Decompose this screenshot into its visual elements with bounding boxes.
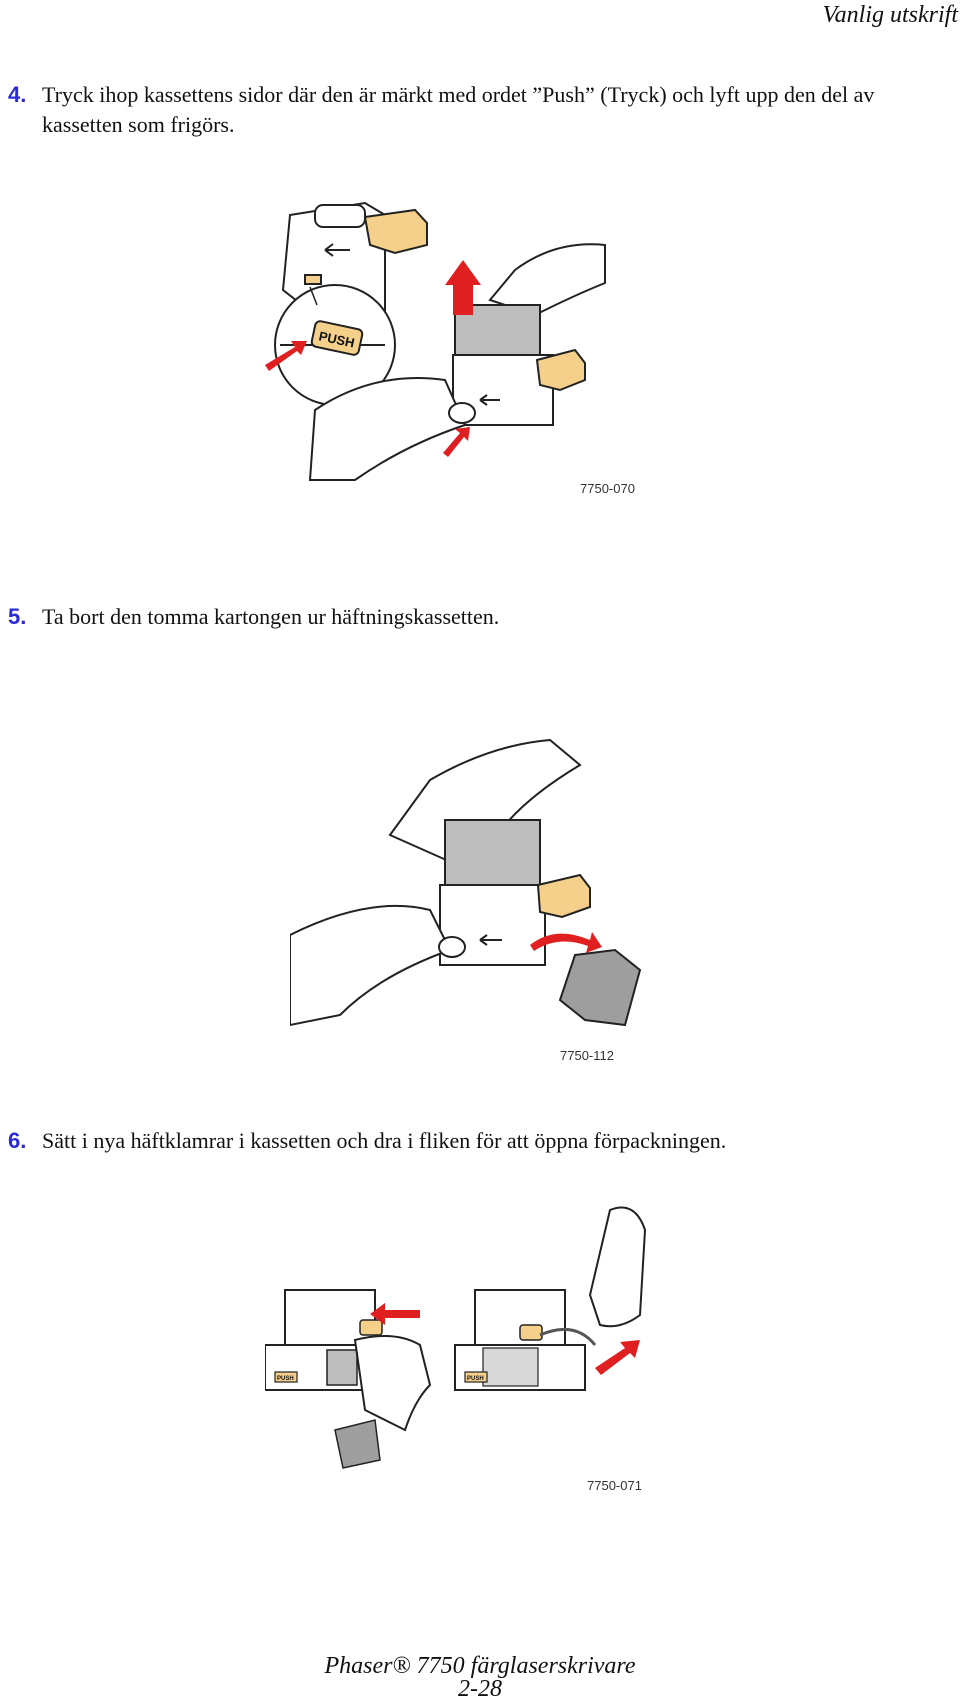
step-4: 4. Tryck ihop kassettens sidor där den ä…: [8, 80, 950, 140]
yellow-tab: [359, 1319, 383, 1336]
figure-code: 7750-112: [560, 1048, 614, 1063]
yellow-tab: [536, 873, 591, 919]
step-text: Tryck ihop kassettens sidor där den är m…: [42, 82, 875, 137]
hand-bottom: [290, 904, 452, 1027]
hand-bottom: [308, 377, 467, 481]
lift-arrow: [445, 260, 481, 315]
figure-push-cartridge: PUSH 7750-070: [265, 201, 635, 496]
footer-product: Phaser® 7750 färglaserskrivare: [324, 1653, 636, 1679]
insert-arrow: [370, 1303, 420, 1325]
footer-page-number: 2-28: [458, 1676, 502, 1702]
push-label-box: [310, 320, 364, 356]
yellow-tab: [519, 1324, 543, 1341]
pull-arrow: [595, 1340, 640, 1375]
push-arrow-main: [443, 427, 470, 457]
figure-code: 7750-070: [580, 481, 635, 496]
step-text: Ta bort den tomma kartongen ur häftnings…: [42, 604, 500, 629]
staple-pack: [334, 1419, 381, 1469]
step-number: 4.: [8, 82, 27, 107]
push-label: PUSH: [318, 328, 356, 350]
hand-top: [388, 738, 582, 877]
hand-left: [353, 1335, 432, 1432]
figure-insert-staples: PUSH PUSH 7750-071: [265, 1206, 647, 1493]
hand-top: [488, 243, 606, 317]
empty-carton: [558, 948, 642, 1027]
figure-code: 7750-071: [587, 1478, 642, 1493]
push-label: PUSH: [467, 1376, 484, 1382]
hand-right: [588, 1206, 647, 1328]
figure-remove-carton: 7750-112: [290, 738, 642, 1063]
push-label: PUSH: [277, 1376, 294, 1382]
yellow-tab: [363, 208, 428, 255]
pull-tab-strip: [539, 1327, 597, 1346]
step-number: 6.: [8, 1128, 27, 1153]
push-arrow: [265, 341, 307, 371]
step-5: 5. Ta bort den tomma kartongen ur häftni…: [8, 602, 950, 632]
yellow-tab-main: [535, 348, 586, 392]
curved-arrow: [530, 932, 602, 953]
step-text: Sätt i nya häftklamrar i kassetten och d…: [42, 1128, 727, 1153]
page-header: Vanlig utskrift: [822, 2, 958, 28]
step-6: 6. Sätt i nya häftklamrar i kassetten oc…: [8, 1126, 950, 1156]
step-number: 5.: [8, 604, 27, 629]
